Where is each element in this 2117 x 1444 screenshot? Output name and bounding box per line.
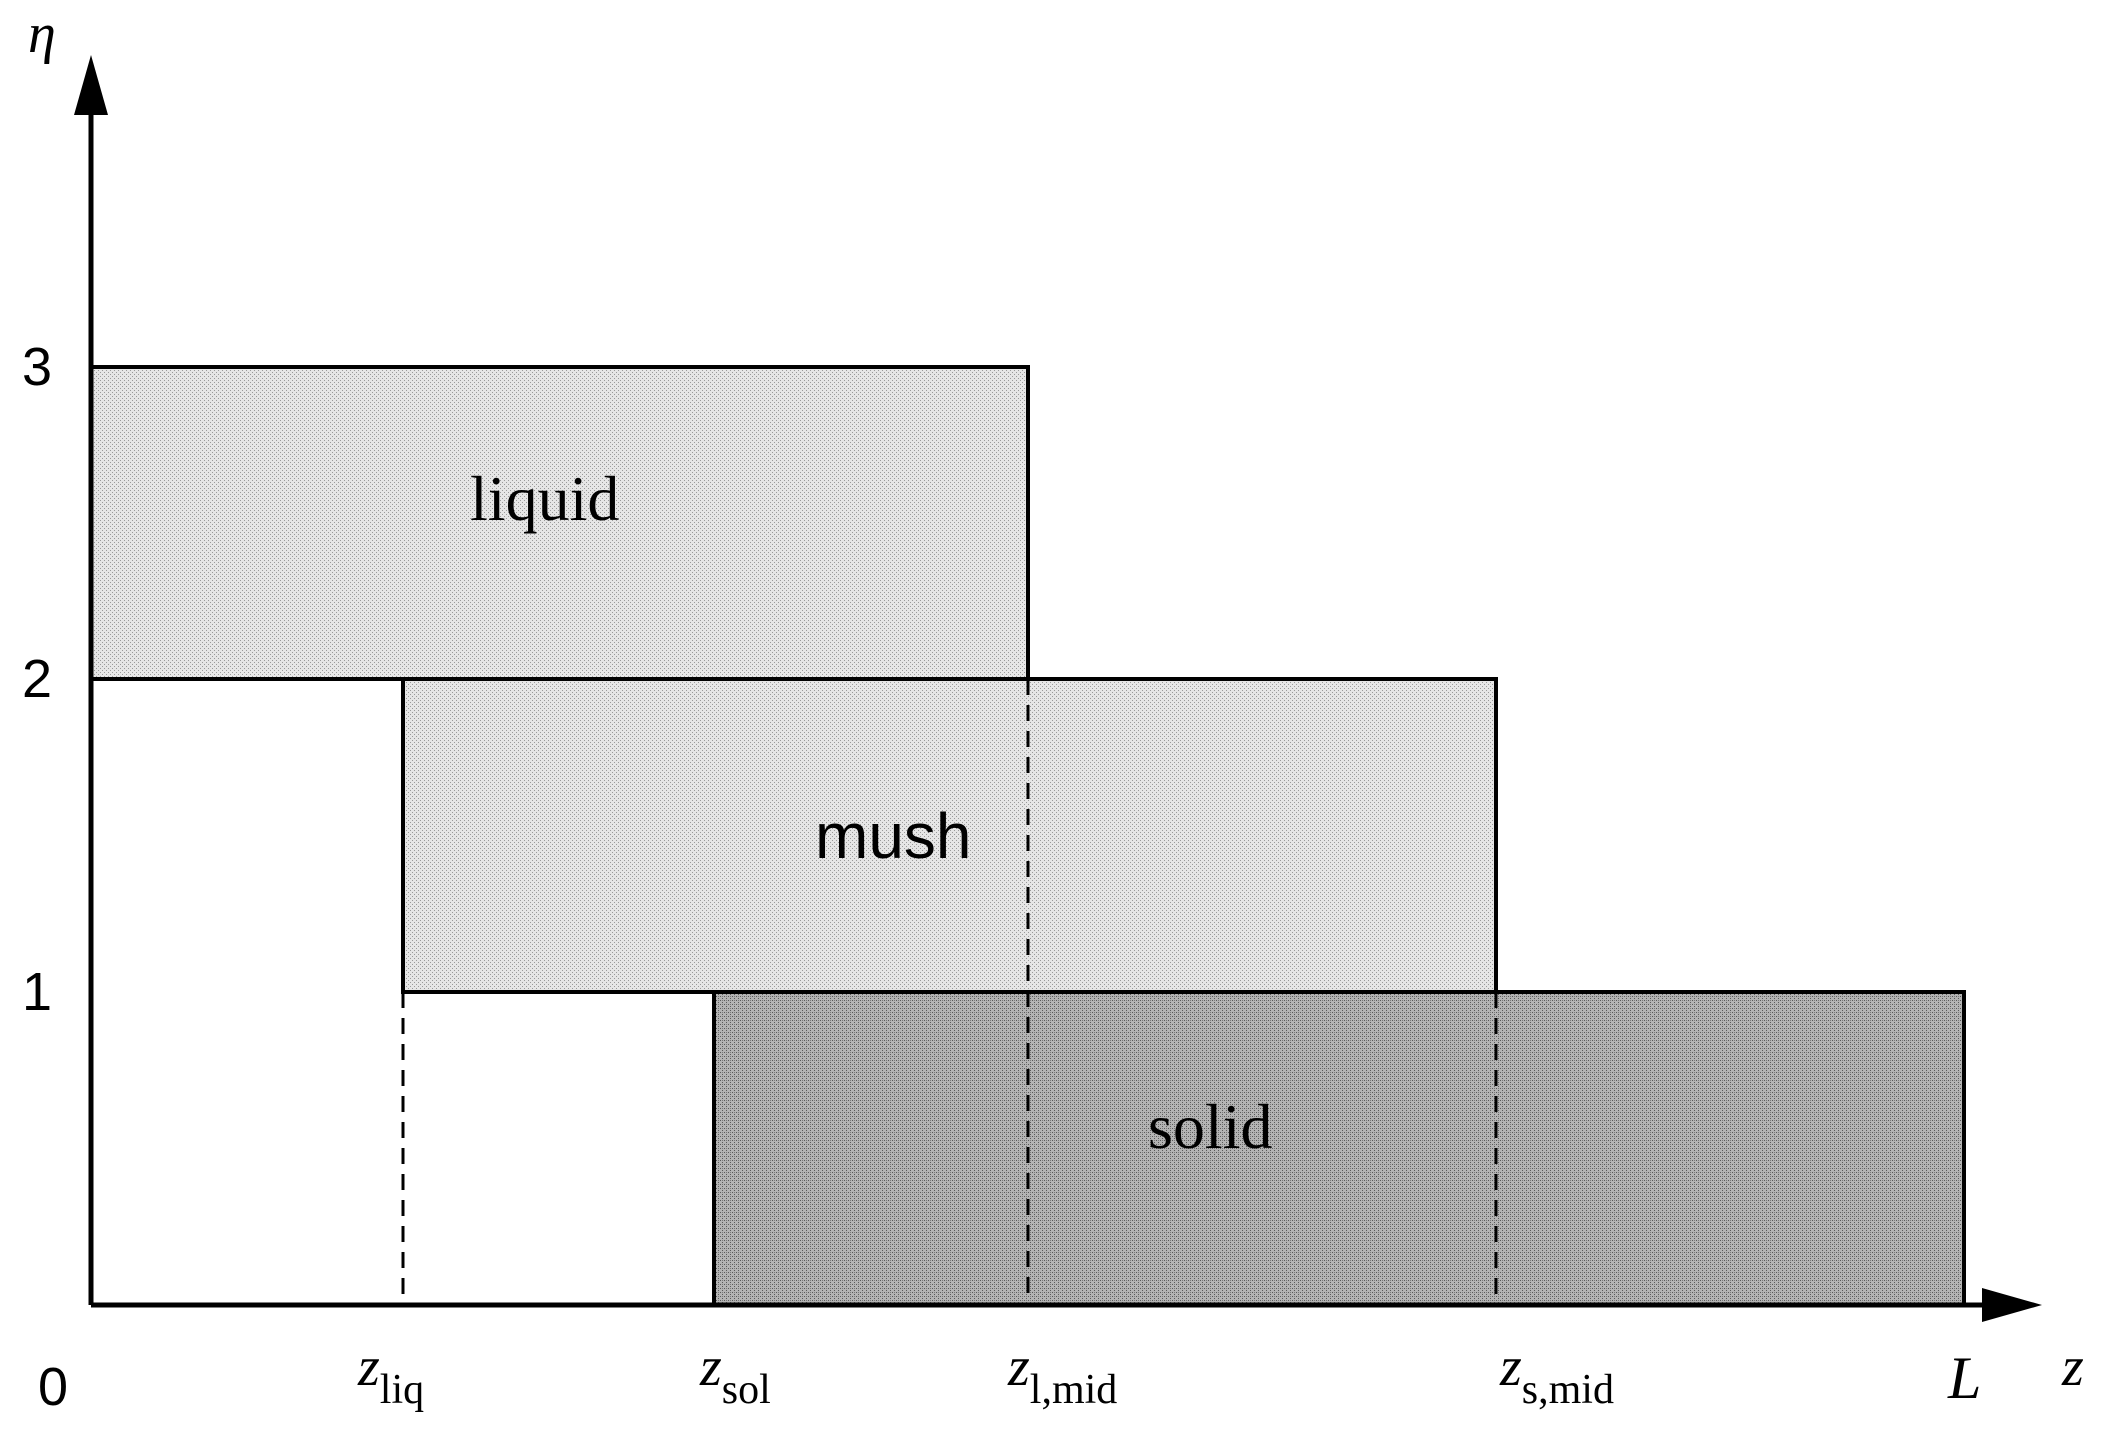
y-tick-3: 3 xyxy=(22,337,52,397)
x-axis-label: z xyxy=(2061,1336,2084,1398)
mush-label: mush xyxy=(815,800,972,872)
mush-region xyxy=(401,677,1498,994)
y-axis-arrow-icon xyxy=(74,55,108,115)
y-axis-label: η xyxy=(28,3,56,65)
x-tick-zlmid: zl,mid xyxy=(1007,1336,1117,1413)
liquid-region xyxy=(89,365,1030,681)
solid-label: solid xyxy=(1148,1091,1272,1162)
x-tick-zsol: zsol xyxy=(699,1336,771,1413)
liquid-label: liquid xyxy=(470,463,619,534)
y-tick-2: 2 xyxy=(22,649,52,709)
x-tick-L: L xyxy=(1947,1345,1981,1411)
solid-region xyxy=(712,990,1966,1307)
x-tick-zliq: zliq xyxy=(357,1336,424,1413)
origin-label: 0 xyxy=(38,1357,68,1417)
x-axis-arrow-icon xyxy=(1982,1288,2042,1322)
y-tick-1: 1 xyxy=(22,962,52,1022)
x-tick-zsmid: zs,mid xyxy=(1499,1336,1614,1413)
